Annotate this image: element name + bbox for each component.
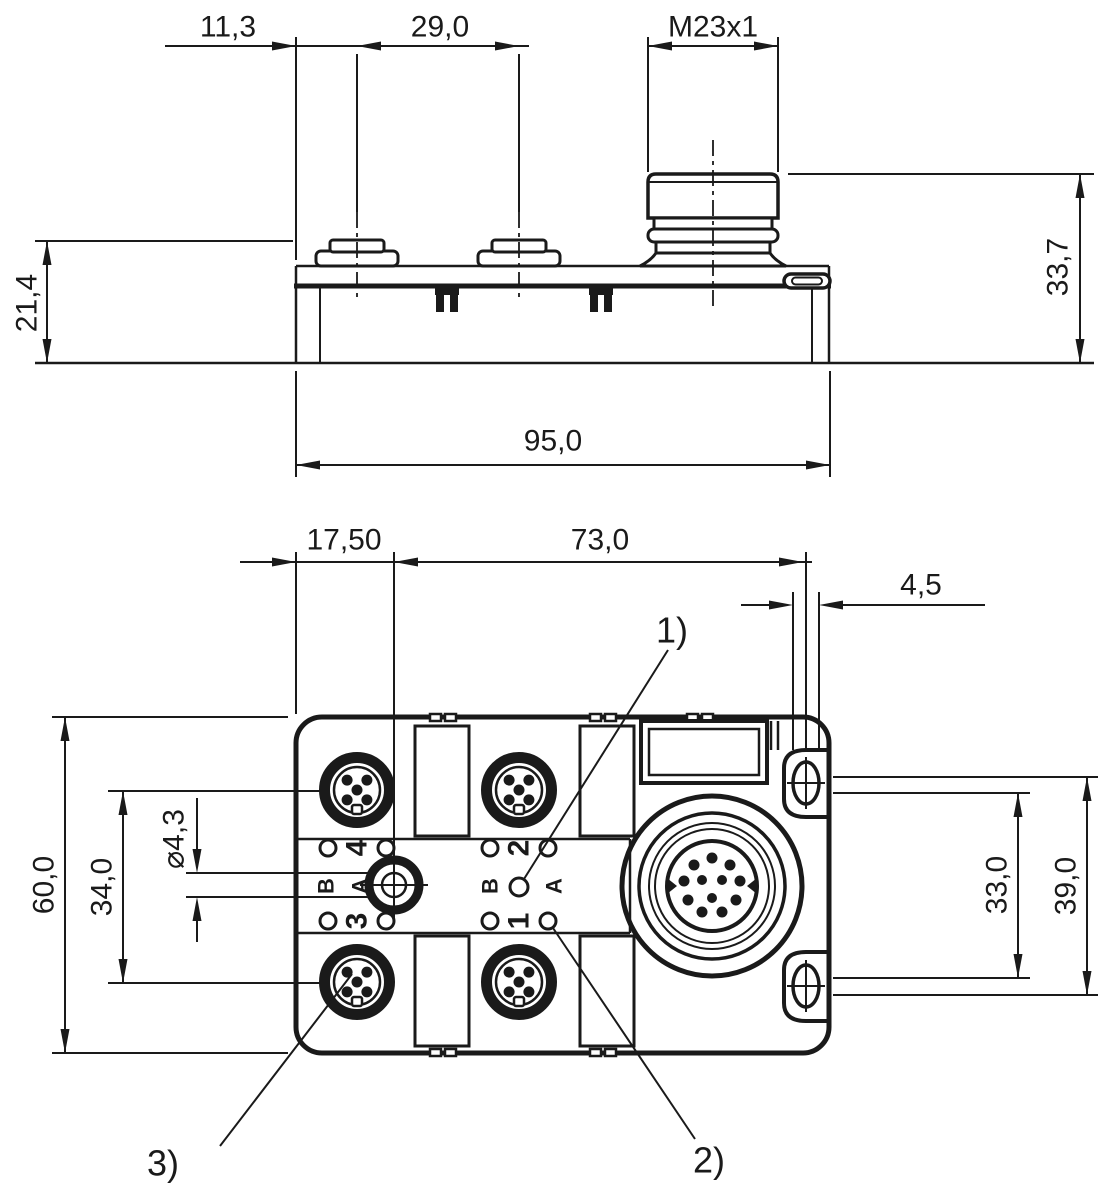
- led-port1-a: [538, 911, 558, 931]
- mounting-lobe-bottom: [782, 950, 829, 1023]
- callout-2-leader: [552, 927, 696, 1140]
- callout-1-label: 1): [656, 610, 688, 651]
- port-2-label: 2: [503, 840, 536, 857]
- dimension-port-offset: 11,3: [165, 11, 529, 260]
- dimension-slot-width: 4,5: [741, 569, 985, 750]
- callout-3-leader: [219, 973, 353, 1147]
- callout-1-leader: [523, 649, 669, 880]
- m23-keyway-left: [667, 878, 677, 894]
- dimension-body-height: 21,4: [11, 240, 293, 363]
- dim-4-3-label: ⌀4,3: [158, 809, 191, 869]
- led-port3-b: [318, 911, 338, 931]
- dimension-m23-thread: M23x1: [647, 11, 779, 172]
- callout-2-label: 2): [693, 1140, 725, 1181]
- cable-channel: [578, 724, 636, 838]
- channel-a-left-label: A: [348, 878, 373, 894]
- dimension-slot-span: 39,0: [833, 776, 1098, 996]
- dim-29-0-label: 29,0: [411, 11, 469, 44]
- dim-95-0-label: 95,0: [524, 425, 582, 458]
- dimension-port-pitch: 29,0: [411, 11, 519, 51]
- led-port1-b: [480, 911, 500, 931]
- m12-port-3: [325, 950, 390, 1015]
- dim-m23x1-label: M23x1: [668, 11, 758, 44]
- plan-view: 4 2 3 1 B A B A 17,50 73,0: [28, 524, 1098, 1184]
- led-port2-b: [480, 838, 500, 858]
- label-plate: [639, 719, 780, 785]
- dimension-ground-hole: ⌀4,3: [158, 798, 369, 942]
- dim-21-4-label: 21,4: [11, 274, 44, 332]
- latch-foot-left: [435, 288, 459, 312]
- dim-34-0-label: 34,0: [86, 858, 119, 916]
- ground-hole: [360, 851, 428, 919]
- dim-73-0-label: 73,0: [571, 524, 629, 557]
- cable-channel: [413, 724, 471, 838]
- m23-connector: [619, 793, 805, 979]
- cable-channel: [413, 934, 471, 1048]
- port-3-label: 3: [341, 913, 374, 930]
- edge-tabs: [428, 712, 715, 1058]
- dim-33-0-label: 33,0: [981, 856, 1014, 914]
- callout-3-label: 3): [147, 1143, 179, 1184]
- mounting-lobe-top: [782, 748, 829, 819]
- latch-foot-right: [589, 288, 613, 312]
- dim-33-7-label: 33,7: [1042, 238, 1075, 296]
- led-port3-a: [376, 911, 396, 931]
- dimension-port-row-pitch: 34,0: [86, 790, 322, 984]
- led-indicators: [318, 838, 558, 931]
- dimension-depth: 60,0: [28, 716, 288, 1054]
- led-port4-a: [376, 838, 396, 858]
- side-housing: [294, 264, 831, 363]
- status-indicator: [508, 876, 530, 898]
- dim-60-0-label: 60,0: [28, 856, 61, 914]
- dimension-body-width: 95,0: [295, 371, 831, 477]
- port-4-label: 4: [341, 839, 374, 856]
- dimension-m23-height: 33,7: [788, 173, 1094, 363]
- dim-4-5-label: 4,5: [900, 569, 942, 602]
- channel-b-right-label: B: [478, 878, 503, 894]
- m12-port-2: [487, 758, 552, 823]
- dim-17-50-label: 17,50: [306, 524, 381, 557]
- port-1-label: 1: [503, 913, 536, 930]
- dimension-ground-to-slot: 73,0: [571, 524, 807, 750]
- dim-11-3-label: 11,3: [200, 11, 256, 44]
- m12-port-4: [325, 758, 390, 823]
- channel-b-left-label: B: [314, 878, 339, 894]
- dimension-ground-offset: 17,50: [240, 524, 812, 851]
- cable-channel: [578, 934, 636, 1048]
- side-mounting-lobe: [782, 272, 832, 290]
- channel-a-right-label: A: [542, 878, 567, 894]
- m23-keyway-right: [747, 878, 757, 894]
- side-view: 11,3 29,0 M23x1 21,4 33,7: [11, 11, 1094, 477]
- dim-39-0-label: 39,0: [1050, 857, 1083, 915]
- led-port4-b: [318, 838, 338, 858]
- m23-pins: [678, 852, 746, 918]
- dimension-slot-pitch: 33,0: [833, 792, 1030, 979]
- m12-port-1: [487, 950, 552, 1015]
